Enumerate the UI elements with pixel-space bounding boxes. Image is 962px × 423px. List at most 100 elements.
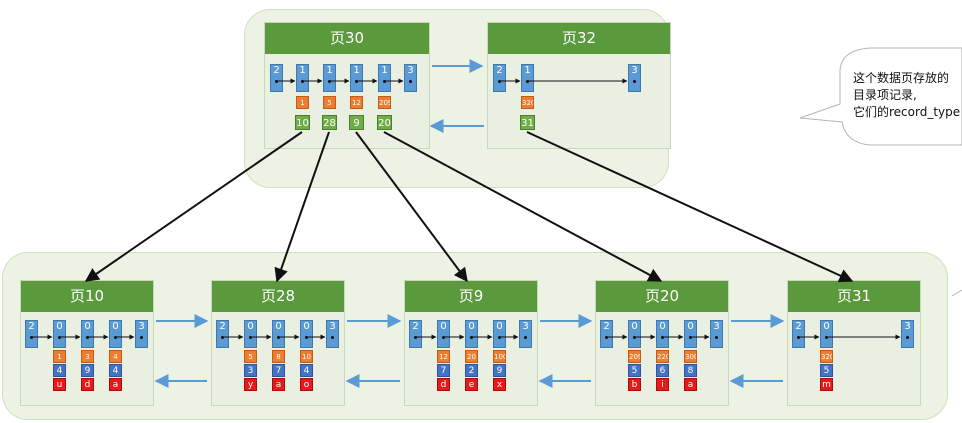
record-header: 2 [216,320,229,348]
record-header-next-pointer [470,336,473,339]
page-title: 页31 [788,281,920,312]
record-header-type: 0 [823,321,830,332]
callout-line-1: 这个数据页存放的 [853,71,950,85]
record-header-type: 1 [524,65,531,76]
record-header-next-pointer [715,336,718,339]
record-header-next-pointer [825,336,828,339]
record-header-next-pointer [305,336,308,339]
record-header-type: 0 [56,321,63,332]
record-header: 0 [272,320,285,348]
record-header-next-pointer [383,80,386,83]
child-page-number: 20 [377,115,392,130]
record-header-next-pointer [328,80,331,83]
record-header-type: 3 [138,321,145,332]
record-header-next-pointer [277,336,280,339]
index-key: 12 [350,96,363,109]
column-c3: y [244,378,257,391]
column-c1: 20 [465,350,478,363]
column-c3: a [272,378,285,391]
record-header-next-pointer [275,80,278,83]
record-header-next-pointer [605,336,608,339]
record-header-type: 2 [496,65,503,76]
column-c2: 4 [53,364,66,377]
record-header-type: 0 [659,321,666,332]
record-header-type: 2 [219,321,226,332]
column-c2: 8 [684,364,697,377]
page-31: 页31 [787,280,921,406]
record-header-next-pointer [58,336,61,339]
column-c2: 6 [656,364,669,377]
record-header: 1 [521,64,534,92]
record-header-type: 2 [603,321,610,332]
record-header: 0 [465,320,478,348]
column-c2: 5 [820,364,833,377]
column-c3: e [465,378,478,391]
child-page-number: 28 [322,115,337,130]
record-header-type: 2 [273,65,280,76]
record-header: 2 [409,320,422,348]
record-header-next-pointer [906,336,909,339]
record-header-next-pointer [661,336,664,339]
child-page-pointer [84,131,303,282]
record-header-type: 0 [247,321,254,332]
record-header-next-pointer [301,80,304,83]
record-header: 3 [404,64,417,92]
record-header: 1 [378,64,391,92]
column-c2: 9 [493,364,506,377]
page-title: 页20 [596,281,728,312]
callout-line-2: 目录项记录, [853,88,917,102]
column-c1: 209 [628,350,641,363]
record-header-next-pointer [498,80,501,83]
column-c3: o [300,378,313,391]
record-header-type: 3 [904,321,911,332]
column-c1: 100 [493,350,506,363]
callout-bubble [799,47,962,146]
column-c3: d [437,378,450,391]
column-c2: 4 [109,364,122,377]
page-title: 页32 [488,23,670,54]
record-header-type: 2 [795,321,802,332]
record-header-next-pointer [114,336,117,339]
child-page-number: 9 [349,115,364,130]
record-header-type: 0 [496,321,503,332]
column-c3: b [628,378,641,391]
record-header-next-pointer [30,336,33,339]
column-c3: d [81,378,94,391]
column-c1: 8 [272,350,285,363]
page-title: 页30 [265,23,429,54]
column-c2: 7 [272,364,285,377]
record-header-next-pointer [689,336,692,339]
record-header: 0 [81,320,94,348]
record-header-type: 0 [112,321,119,332]
record-header: 0 [300,320,313,348]
record-header-next-pointer [221,336,224,339]
child-page-pointer [355,131,468,283]
record-header-type: 0 [275,321,282,332]
record-header-type: 1 [326,65,333,76]
record-header: 2 [600,320,613,348]
record-header-type: 1 [299,65,306,76]
record-header: 1 [296,64,309,92]
record-header: 0 [628,320,641,348]
record-header-next-pointer [355,80,358,83]
record-header-next-pointer [331,336,334,339]
record-header-next-pointer [633,336,636,339]
record-header: 0 [244,320,257,348]
callout-text: 这个数据页存放的 目录项记录, 它们的record_type [853,70,960,121]
column-c1: 5 [244,350,257,363]
child-page-pointer [274,131,330,283]
record-header: 0 [820,320,833,348]
column-c1: 1 [53,350,66,363]
record-header: 0 [53,320,66,348]
record-header: 2 [792,320,805,348]
record-header-next-pointer [498,336,501,339]
record-header-type: 2 [412,321,419,332]
record-header-type: 0 [631,321,638,332]
record-header-type: 3 [522,321,529,332]
child-page-pointer [526,131,854,283]
index-key: 5 [323,96,336,109]
column-c1: 10 [300,350,313,363]
child-page-pointer [383,131,663,282]
column-c2: 3 [244,364,257,377]
